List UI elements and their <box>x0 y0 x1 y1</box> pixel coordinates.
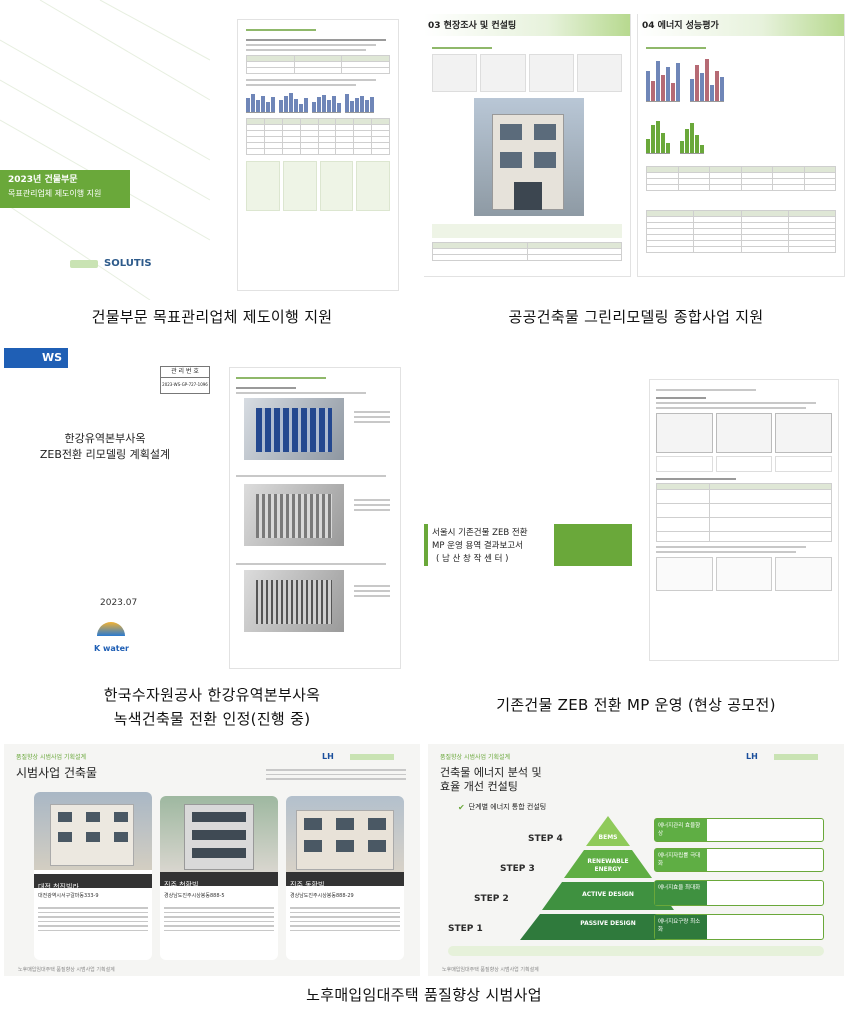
kwater-logo-text: K water <box>94 644 129 653</box>
consult-heading-1: 건축물 에너지 분석 및 <box>440 766 542 779</box>
caption-3a: 한국수자원공사 한강유역본부사옥 <box>103 686 321 704</box>
pyramid-renewable: RENEWABLE ENERGY <box>587 858 629 873</box>
box-step-4-label: 에너지관리 효율향상 <box>655 819 707 841</box>
building-render-2 <box>244 484 344 546</box>
kwater-title-2: ZEB전환 리모델링 계획설계 <box>39 448 171 461</box>
cover-pattern <box>0 0 210 300</box>
building-card-2: 진주 천황빌 경상남도진주시상봉동888-5 <box>160 796 278 960</box>
ws-badge: WS <box>4 348 68 368</box>
cover-badge-line2: 목표관리업체 제도이행 지원 <box>8 189 102 198</box>
zeb-report-page <box>650 380 838 660</box>
consult-sub-label: 단계별 에너지 통합 컨설팅 <box>468 803 547 811</box>
mgmt-box: 관 리 번 호 2023-WS-GP-727-1096 <box>160 366 210 394</box>
box-step-1-label: 에너지요구량 최소화 <box>655 915 707 939</box>
kwater-logo-icon <box>97 622 125 636</box>
energy-eval-page: 04 에너지 성능평가 <box>638 14 844 276</box>
building-render-3 <box>244 570 344 632</box>
mgmt-no: 2023-WS-GP-727-1096 <box>162 382 208 387</box>
caption-5: 노후매입임대주택 품질향상 시범사업 <box>306 986 542 1004</box>
thumb-pilot-buildings: 품질향상 시범사업 기획설계 시범사업 건축물 LH 대전 천진빌라 대전광역시… <box>4 744 420 976</box>
field-survey-page: 03 현장조사 및 컨설팅 <box>424 14 630 276</box>
step-1-label: STEP 1 <box>448 924 483 934</box>
kwater-date: 2023.07 <box>100 598 138 608</box>
section-title-field: 03 현장조사 및 컨설팅 <box>428 21 517 31</box>
building-photo <box>474 98 584 216</box>
mgmt-label: 관 리 번 호 <box>161 367 209 378</box>
caption-2: 공공건축물 그린리모델링 종합사업 지원 <box>508 308 764 326</box>
pyramid-active: ACTIVE DESIGN <box>582 891 634 898</box>
zeb-title-2: MP 운영 용역 결과보고서 <box>432 541 523 551</box>
caption-3b: 녹색건축물 전환 인정(진행 중) <box>113 710 311 728</box>
lh-logo-2: LH <box>746 752 758 761</box>
cover-logo: SOLUTIS <box>70 258 152 269</box>
kwater-logo: K water <box>94 622 129 655</box>
box-step-4: 에너지관리 효율향상 <box>654 818 824 842</box>
zeb-cover: 서울시 기존건물 ZEB 전환 MP 운영 용역 결과보고서 ( 남 산 창 작… <box>424 524 634 566</box>
box-step-2: 에너지효율 최대화 <box>654 880 824 906</box>
thumb-target-management: 2023년 건물부문 목표관리업체 제도이행 지원 SOLUTIS <box>0 0 420 300</box>
building-card-1: 대전 천진빌라 대전광역시서구갈마동333-9 <box>34 792 152 960</box>
ws-label: WS <box>41 351 62 364</box>
box-step-3-label: 에너지자립률 극대화 <box>655 849 707 871</box>
caption-1: 건물부문 목표관리업체 제도이행 지원 <box>91 308 333 326</box>
consult-banner <box>448 946 824 956</box>
thumb-energy-consulting: 품질향상 시범사업 기획설계 건축물 에너지 분석 및 효율 개선 컨설팅 LH… <box>428 744 844 976</box>
pyramid-bems: BEMS <box>598 834 618 841</box>
box-step-3: 에너지자립률 극대화 <box>654 848 824 872</box>
consult-sub: ✔ 단계별 에너지 통합 컨설팅 <box>458 802 546 812</box>
building-3-addr: 경상남도진주시상봉동888-29 <box>290 893 354 899</box>
pilot-footer: 노후매입임대주택 품질향상 시범사업 기획설계 <box>18 967 115 973</box>
check-icon: ✔ <box>458 802 465 812</box>
pyramid-passive: PASSIVE DESIGN <box>580 920 636 927</box>
thumb-green-remodeling: 03 현장조사 및 컨설팅 04 에너지 성능평가 <box>424 14 848 304</box>
green-logo-icon <box>70 259 98 268</box>
building-2-name: 진주 천황빌 <box>164 881 199 889</box>
thumb-zeb-mp: 서울시 기존건물 ZEB 전환 MP 운영 용역 결과보고서 ( 남 산 창 작… <box>424 344 848 674</box>
step-4-label: STEP 4 <box>528 834 563 844</box>
lh-partner-logo-2 <box>774 754 818 760</box>
step-2-label: STEP 2 <box>474 894 509 904</box>
monthly-table <box>246 118 390 155</box>
report-page <box>238 20 398 290</box>
pilot-tag: 품질향상 시범사업 기획설계 <box>16 754 87 761</box>
kwater-cover: WS 관 리 번 호 2023-WS-GP-727-1096 한강유역본부사옥 … <box>0 344 210 670</box>
consult-footer: 노후매입임대주택 품질향상 시범사업 기획설계 <box>442 967 539 973</box>
zeb-title-1: 서울시 기존건물 ZEB 전환 <box>432 528 528 538</box>
box-step-1: 에너지요구량 최소화 <box>654 914 824 940</box>
lh-logo: LH <box>322 752 334 761</box>
consult-tag: 품질향상 시범사업 기획설계 <box>440 754 511 761</box>
building-render-1 <box>244 398 344 460</box>
consult-heading-2: 효율 개선 컨설팅 <box>440 780 518 793</box>
section-title-energy: 04 에너지 성능평가 <box>642 21 719 31</box>
solutis-logo: SOLUTIS <box>104 258 152 269</box>
step-3-label: STEP 3 <box>500 864 535 874</box>
lh-partner-logo <box>350 754 394 760</box>
building-1-addr: 대전광역시서구갈마동333-9 <box>38 893 99 899</box>
caption-4: 기존건물 ZEB 전환 MP 운영 (현상 공모전) <box>496 696 776 714</box>
zeb-title-3: ( 남 산 창 작 센 터 ) <box>436 554 509 564</box>
kwater-title-1: 한강유역본부사옥 <box>64 432 146 445</box>
box-step-2-label: 에너지효율 최대화 <box>655 881 707 905</box>
cover-badge: 2023년 건물부문 목표관리업체 제도이행 지원 <box>0 170 130 208</box>
energy-pyramid <box>520 816 696 940</box>
cover-badge-line1: 2023년 건물부문 <box>8 175 78 185</box>
pilot-heading: 시범사업 건축물 <box>16 766 98 780</box>
kwater-plan-page <box>230 368 400 668</box>
building-2-addr: 경상남도진주시상봉동888-5 <box>164 893 225 899</box>
cover-page: 2023년 건물부문 목표관리업체 제도이행 지원 SOLUTIS <box>0 0 210 300</box>
thumb-kwater: WS 관 리 번 호 2023-WS-GP-727-1096 한강유역본부사옥 … <box>0 344 424 674</box>
building-1-name: 대전 천진빌라 <box>38 883 79 891</box>
building-3-name: 진주 동황빌 <box>290 881 325 889</box>
summary-table <box>246 55 390 74</box>
building-card-3: 진주 동황빌 경상남도진주시상봉동888-29 <box>286 796 404 960</box>
